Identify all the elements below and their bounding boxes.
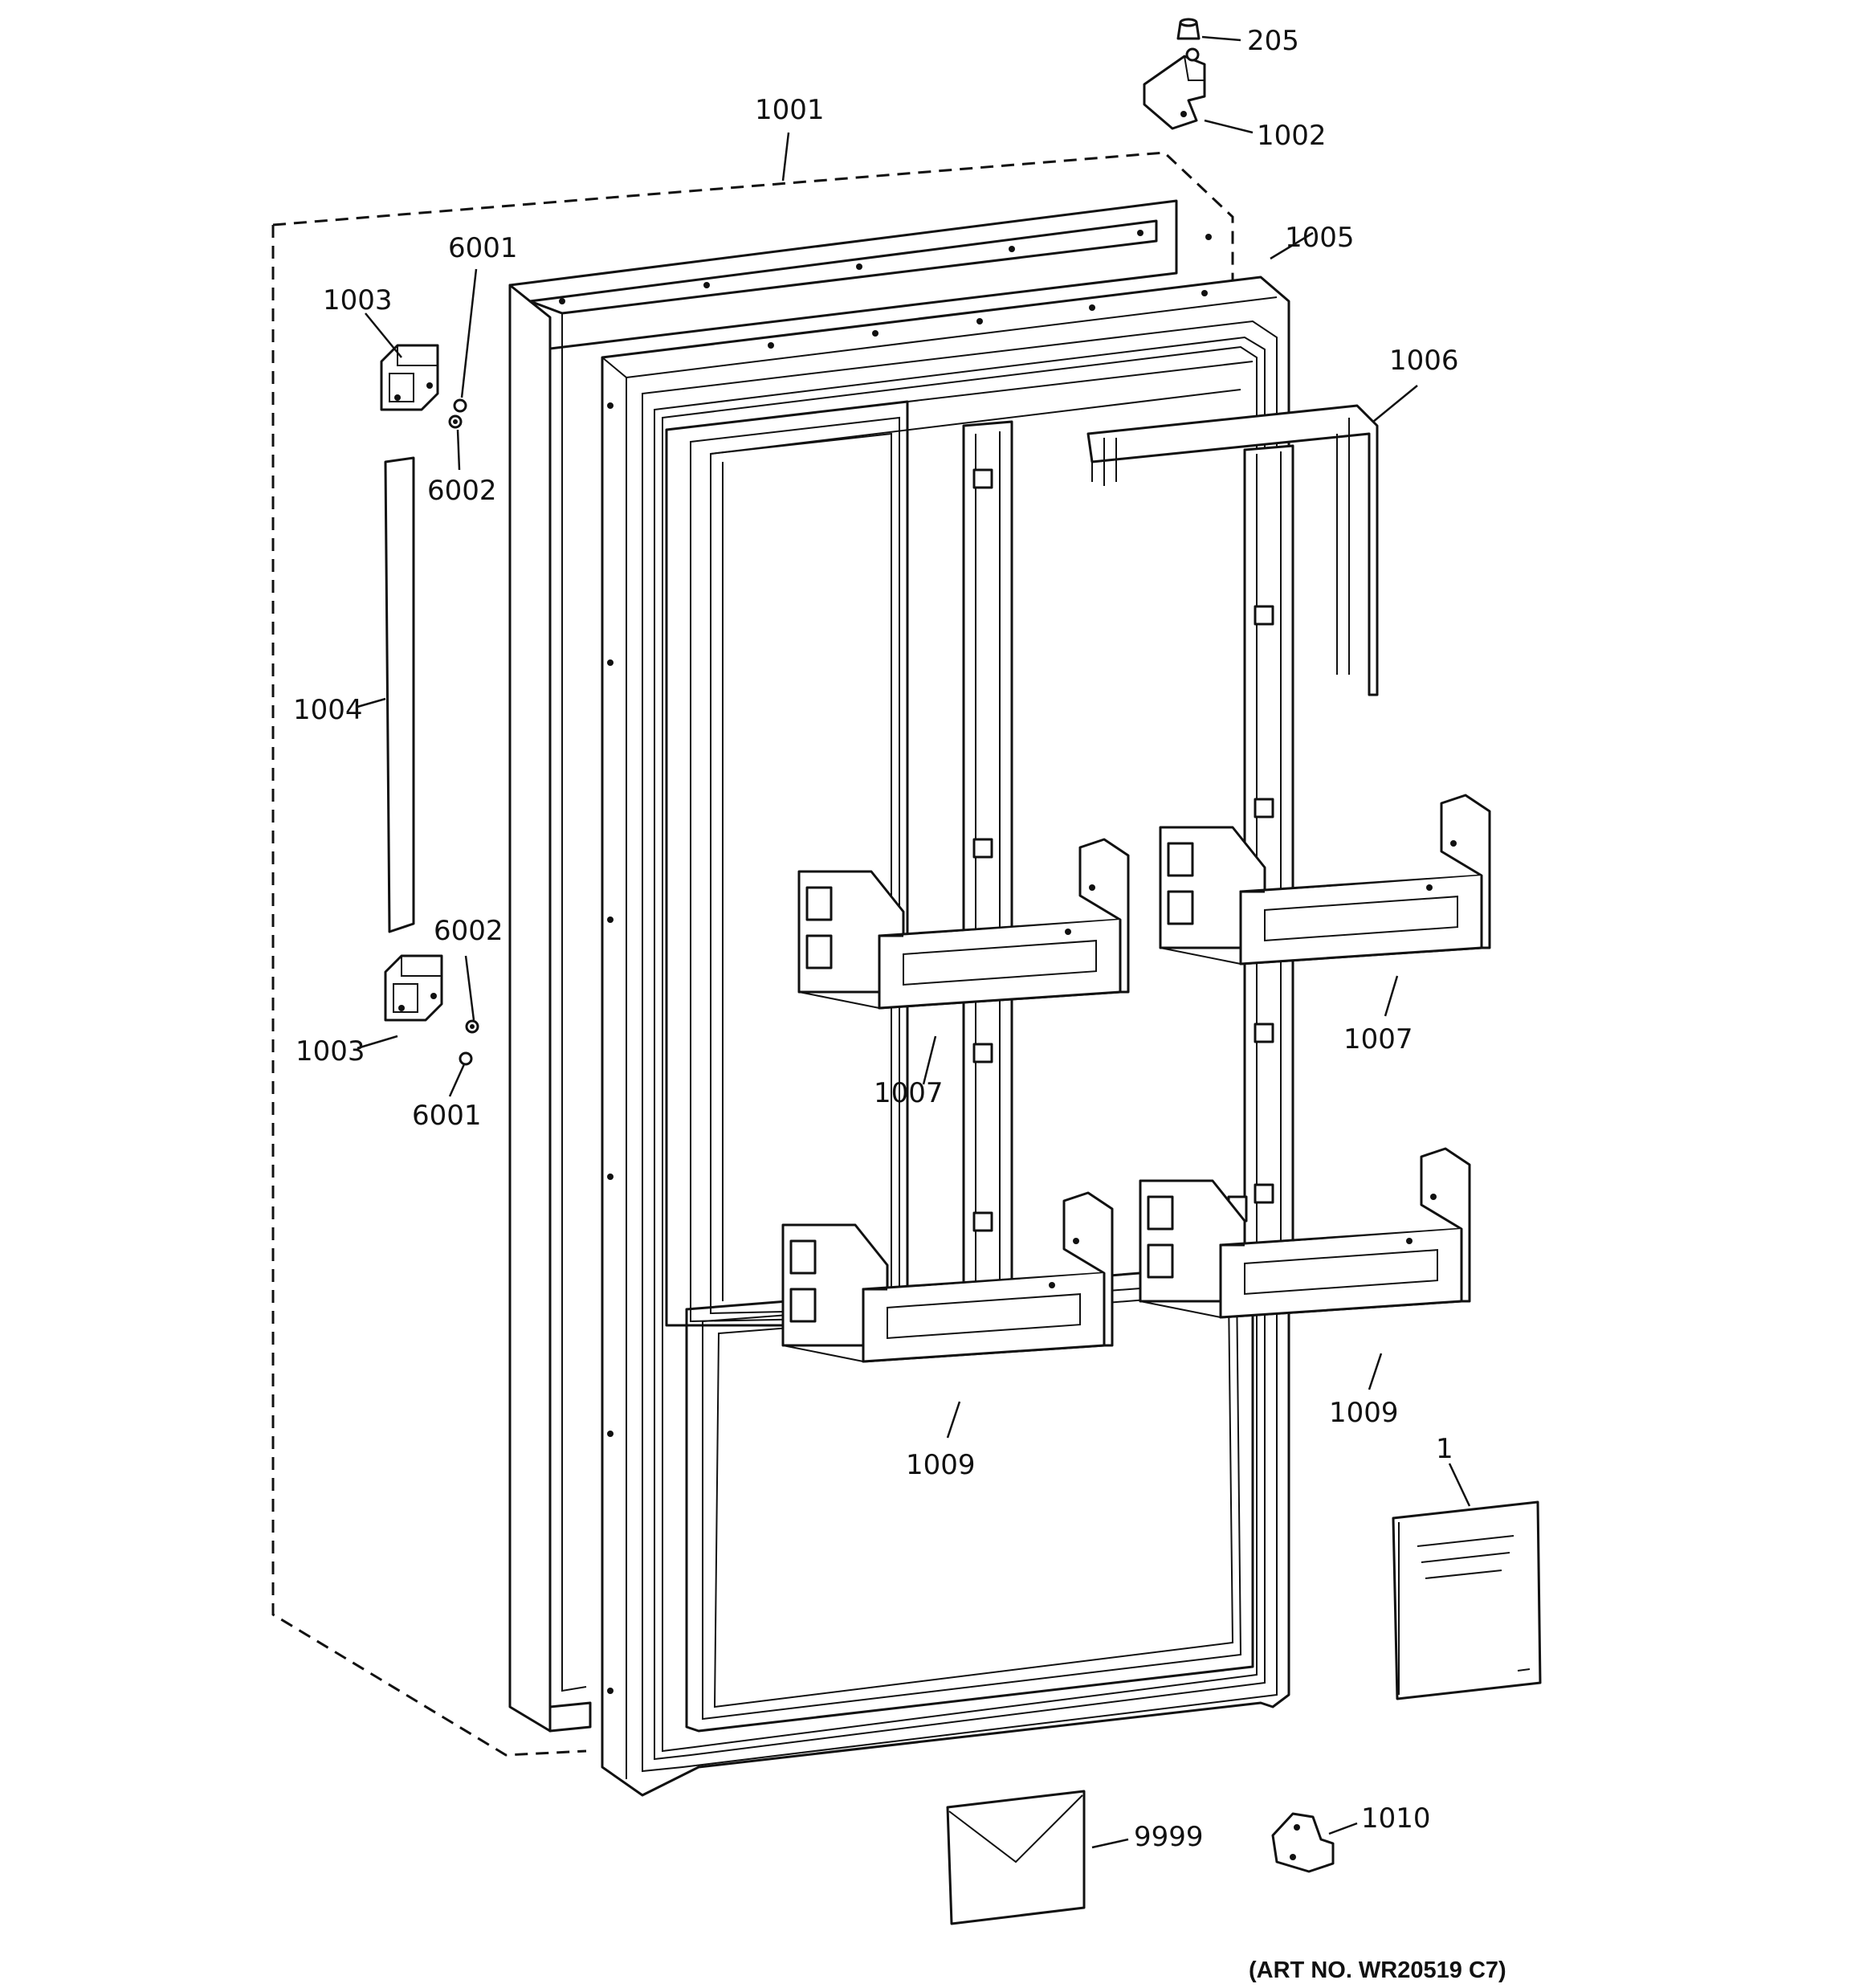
door-assembly-outline — [271, 151, 1234, 1757]
top-hinge-pin — [1176, 18, 1201, 40]
part-label-6002-lower: 6002 — [434, 915, 503, 947]
part-label-1007-left: 1007 — [874, 1077, 944, 1109]
small-bracket — [1271, 1812, 1335, 1873]
part-label-1003-lower: 1003 — [296, 1035, 365, 1067]
part-label-1009-right: 1009 — [1329, 1397, 1399, 1429]
lower-hinge-bracket — [384, 954, 443, 1022]
handle-trim-strip — [384, 456, 415, 933]
door-gasket-trim — [1086, 404, 1379, 696]
door-liner — [601, 276, 1294, 1797]
part-label-9999: 9999 — [1134, 1821, 1204, 1853]
leader-lines — [357, 35, 1471, 1849]
art-number: (ART NO. WR20519 C7) — [1249, 1957, 1506, 1983]
fasteners — [448, 398, 479, 1066]
part-label-1009-left: 1009 — [906, 1449, 976, 1481]
upper-hinge-bracket — [380, 344, 439, 411]
part-label-6002-upper: 6002 — [427, 475, 497, 507]
part-label-1004: 1004 — [293, 694, 363, 726]
owners-manual — [1392, 1500, 1542, 1700]
outer-panel-holes — [559, 230, 1212, 304]
part-label-6001-upper: 6001 — [448, 232, 518, 264]
part-label-205: 205 — [1247, 25, 1299, 57]
top-hinge — [1143, 47, 1206, 130]
part-label-1006: 1006 — [1389, 345, 1459, 377]
part-label-1003-upper: 1003 — [323, 284, 393, 316]
part-label-1001: 1001 — [755, 94, 825, 126]
part-label-1: 1 — [1436, 1433, 1453, 1465]
envelope — [946, 1790, 1086, 1925]
outer-door-panel — [508, 199, 1178, 1733]
part-label-1010: 1010 — [1361, 1802, 1431, 1835]
part-label-1002: 1002 — [1257, 120, 1327, 152]
part-label-6001-lower: 6001 — [412, 1100, 482, 1132]
part-label-1005: 1005 — [1285, 222, 1355, 254]
part-label-1007-right: 1007 — [1343, 1023, 1413, 1055]
